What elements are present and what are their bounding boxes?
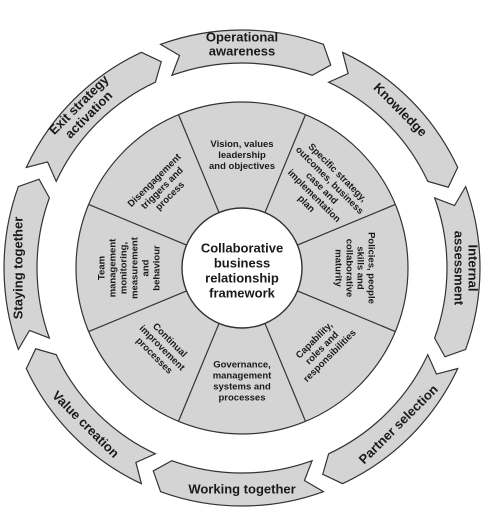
segment-divider [177, 323, 220, 422]
segment-divider [264, 114, 307, 213]
stage-label-partner-selection: Partner selection [356, 382, 441, 467]
text-line: leadership [218, 150, 266, 161]
segment-divider [88, 203, 187, 246]
text-line: Policies, people [366, 232, 377, 304]
text-line: framework [209, 286, 276, 301]
text-line: awareness [209, 44, 276, 59]
text-line: Staying together [11, 217, 26, 320]
text-line: processes [218, 392, 265, 403]
stage-label-working-together: Working together [188, 482, 295, 497]
stage-arrow-exit-strategy-activation [25, 51, 162, 183]
text-line: Collaborative [201, 241, 283, 256]
text-line: and [140, 259, 151, 276]
text-line: Governance, [213, 359, 271, 370]
stage-arrow-staying-together [3, 178, 51, 351]
text-line: management [107, 238, 118, 297]
text-line: Operational [206, 30, 278, 45]
stage-label-internal-assessment: Internalassessment [451, 231, 480, 306]
segment-divider [177, 114, 220, 213]
center-circle [181, 207, 303, 329]
stage-arrow-working-together [152, 459, 325, 507]
stage-arrow-partner-selection [322, 353, 459, 485]
text-line: measurement [129, 236, 140, 299]
segment-divider [264, 323, 307, 422]
text-line: skills and [355, 246, 366, 289]
stage-arrow-operational-awareness [159, 29, 332, 77]
text-line: monitoring, [118, 242, 129, 294]
segment-label-policies-people: Policies, peopleskills andcollaborativem… [333, 232, 377, 304]
stage-arrow-knowledge [327, 51, 459, 188]
text-line: systems and [213, 381, 271, 392]
text-line: and objectives [209, 161, 275, 172]
segment-label-team-management: Teammanagementmonitoring,measurementandb… [96, 236, 162, 299]
text-line: business [214, 256, 270, 271]
text-line: Partner selection [356, 382, 441, 467]
text-line: maturity [333, 249, 344, 287]
segment-divider [297, 203, 396, 246]
text-line: collaborative [344, 239, 355, 298]
text-line: Team [96, 256, 107, 280]
text-line: relationship [205, 271, 279, 286]
stage-label-staying-together: Staying together [11, 217, 26, 320]
segment-divider [88, 290, 187, 333]
text-line: Value creation [49, 388, 122, 461]
stage-label-value-creation: Value creation [49, 388, 122, 461]
text-line: assessment [451, 231, 466, 306]
text-line: Internal [465, 245, 480, 292]
text-line: behaviour [151, 245, 162, 291]
segment-label-specific-strategy: Specific strategy,outcomes, businesscase… [270, 136, 373, 239]
stage-arrow-internal-assessment [433, 185, 481, 358]
text-line: Vision, values [210, 139, 273, 150]
text-line: Working together [188, 482, 295, 497]
stage-arrow-value-creation [25, 348, 157, 485]
text-line: management [213, 370, 272, 381]
segment-divider [297, 290, 396, 333]
